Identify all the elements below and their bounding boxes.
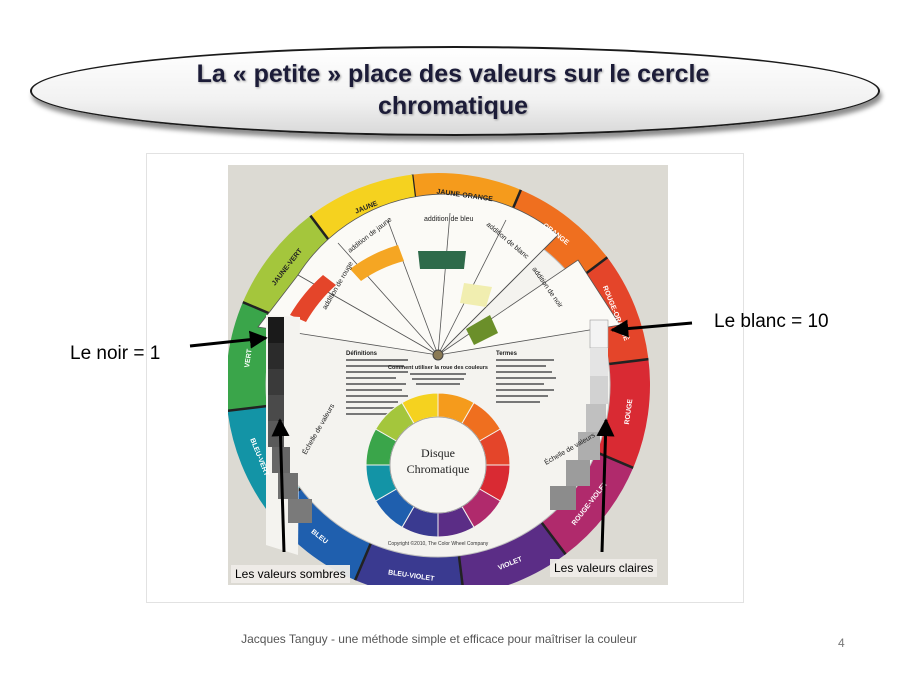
center-title-1: Disque — [421, 446, 455, 460]
title-banner — [30, 46, 880, 136]
hue-separator — [595, 451, 634, 469]
terms-text — [496, 359, 556, 403]
orange-window — [350, 245, 404, 281]
definitions-text — [346, 359, 408, 415]
label-valeurs-claires: Les valeurs claires — [550, 559, 658, 577]
center-label-disk — [389, 416, 487, 514]
title-line-1: La « petite » place des valeurs sur le c… — [196, 60, 710, 88]
hue-segment — [242, 215, 335, 318]
center-color-wheel — [365, 392, 511, 538]
hue-separator — [228, 404, 268, 413]
red-window — [290, 275, 336, 322]
terms-heading: Termes — [496, 351, 518, 357]
definitions-heading: Définitions — [346, 351, 378, 357]
hue-segment — [596, 359, 650, 468]
label-blanc: Le blanc = 10 — [714, 311, 829, 332]
hue-separator — [354, 542, 372, 581]
arrow-blanc — [610, 319, 693, 338]
hue-segment — [541, 452, 634, 555]
hue-label: VERT — [244, 348, 254, 368]
page-number: 4 — [838, 636, 845, 650]
copyright-text: Copyright ©2010, The Color Wheel Company — [388, 540, 489, 547]
center-pin — [432, 349, 444, 361]
light-window — [460, 283, 492, 307]
hue-separator — [608, 357, 649, 366]
hue-segment — [310, 174, 418, 248]
arrow-noir — [189, 330, 268, 349]
hue-separator — [540, 521, 567, 556]
center-title-2: Chromatique — [407, 462, 470, 476]
arrow-sombres — [271, 418, 290, 553]
hue-segment — [458, 522, 566, 585]
instruction-text — [410, 373, 466, 385]
label-valeurs-sombres: Les valeurs sombres — [231, 565, 350, 583]
hue-label: ROUGE — [624, 398, 635, 425]
instruction-heading: Comment utiliser la roue des couleurs — [388, 365, 488, 371]
hue-segment — [355, 543, 463, 585]
window-label-bleu: addition de bleu — [424, 216, 474, 223]
arrow-claires — [596, 418, 615, 553]
footer-text: Jacques Tanguy - une méthode simple et e… — [241, 632, 637, 646]
color-wheel-photo: addition de rouge addition de jaune addi… — [228, 173, 650, 585]
green-window — [418, 251, 466, 269]
light-value-scale — [550, 319, 609, 510]
slide-title: La « petite » place des valeurs sur le c… — [150, 58, 756, 122]
dark-window — [466, 315, 498, 345]
label-noir: Le noir = 1 — [70, 343, 161, 364]
title-line-2: chromatique — [377, 92, 529, 120]
hue-separator — [457, 555, 464, 585]
